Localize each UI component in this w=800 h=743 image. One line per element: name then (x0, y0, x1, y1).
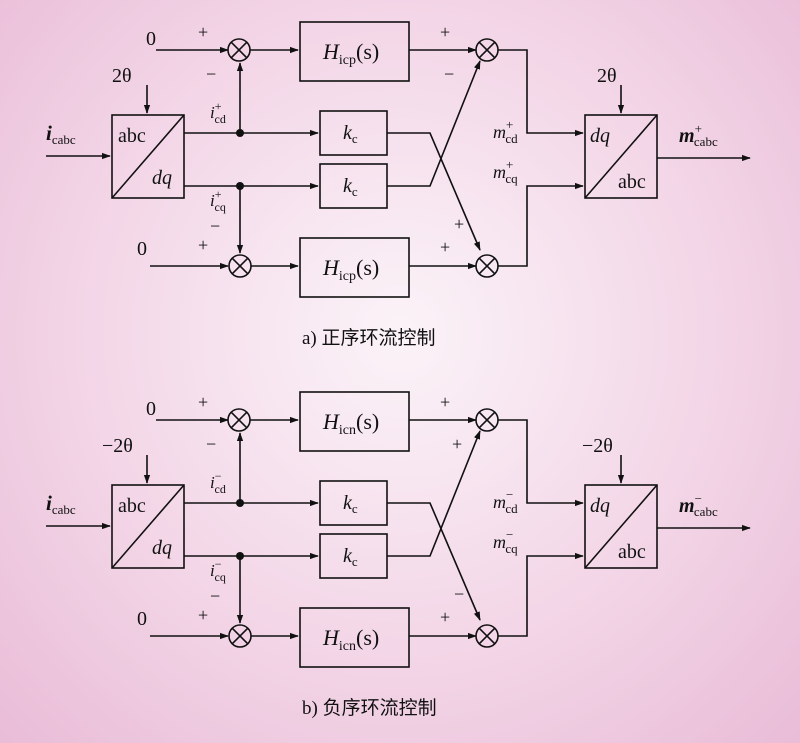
panel-a-sum2-top (475, 38, 499, 62)
panel-a-sum3 (228, 254, 252, 278)
panel-b-sum2-top (475, 408, 499, 432)
panel-b-sum1 (227, 408, 251, 432)
panel-b-controller-top-label: Hicn(s) (322, 409, 379, 438)
panel-a-input-label: icabc (46, 121, 76, 147)
panel-b-sum4-cross: − (454, 584, 464, 604)
panel-b-park-transform: abc dq (111, 484, 185, 569)
panel-a-controller-bottom-label: Hicp(s) (322, 255, 379, 284)
panel-b-controller-bottom (299, 607, 410, 668)
panel-a-zero-top: 0 (146, 28, 156, 50)
panel-b-mcd-label: m−cd (493, 487, 518, 516)
panel-a-sum4 (475, 254, 499, 278)
panel-a-gain-top-label: kc (343, 122, 358, 146)
panel-a-sum3-minus: − (210, 216, 220, 236)
panel-a-icq-label: i+cq (210, 187, 226, 214)
panel-b-zero-top: 0 (146, 398, 156, 420)
panel-a-zero-bottom: 0 (137, 238, 147, 260)
svg-text:abc: abc (618, 171, 646, 193)
panel-b-inverse-park-transform: dq abc (584, 484, 658, 569)
panel-b-gain-bottom-label: kc (343, 545, 358, 569)
panel-b-mcq-label: m−cq (493, 527, 518, 556)
panel-a-sum3-plus: + (198, 235, 208, 255)
panel-a-output-label: m+cabc (679, 121, 718, 149)
panel-b-sum4 (475, 624, 499, 648)
panel-a-gain-bottom-label: kc (343, 175, 358, 199)
panel-b-gain-top-label: kc (343, 492, 358, 516)
panel-b-sum3 (228, 624, 252, 648)
panel-b-zero-bottom: 0 (137, 608, 147, 630)
panel-a-caption: a) 正序环流控制 (302, 327, 436, 349)
panel-b-input-label: icabc (46, 491, 76, 517)
panel-b-sum2-top-cross-plus: + (452, 434, 462, 454)
panel-a-sum4-plus: + (440, 237, 450, 257)
panel-b-theta-out: −2θ (582, 435, 613, 457)
panel-a-sum4-cross: + (454, 214, 464, 234)
panel-a-controller-top-label: Hicp(s) (322, 39, 379, 68)
svg-text:abc: abc (118, 495, 146, 517)
panel-b: 0 + − Hicn(s) + + m−cd −2θ icabc abc dq (46, 391, 751, 719)
svg-text:dq: dq (152, 167, 172, 189)
svg-text:abc: abc (618, 541, 646, 563)
panel-a-sum1 (227, 38, 251, 62)
panel-b-sum3-plus: + (198, 605, 208, 625)
panel-a-mcq-label: m+cq (493, 157, 518, 186)
panel-a-controller-top (299, 21, 410, 82)
panel-a-icd-label: i+cd (210, 99, 226, 126)
panel-b-sum2-top-plus: + (440, 392, 450, 412)
panel-a-sum2-top-plus: + (440, 22, 450, 42)
panel-b-output-label: m−cabc (679, 491, 718, 519)
svg-text:abc: abc (118, 125, 146, 147)
panel-b-controller-bottom-label: Hicn(s) (322, 625, 379, 654)
panel-a-theta-out: 2θ (597, 65, 617, 87)
panel-a-sum1-minus: − (206, 64, 216, 84)
panel-b-icd-label: i−cd (210, 469, 226, 496)
panel-a: 0 + − Hicp(s) + − m+cd 2θ icabc (46, 21, 751, 349)
panel-a-mcd-label: m+cd (493, 117, 518, 146)
svg-text:dq: dq (152, 537, 172, 559)
panel-b-theta-in: −2θ (102, 435, 133, 457)
panel-a-controller-bottom (299, 237, 410, 298)
panel-a-park-transform: abc dq (111, 114, 185, 199)
panel-b-sum1-plus: + (198, 392, 208, 412)
panel-a-inverse-park-transform: dq abc (584, 114, 658, 199)
panel-a-sum2-top-minus: − (444, 64, 454, 84)
svg-text:dq: dq (590, 495, 610, 517)
panel-b-icq-label: i−cq (210, 557, 226, 584)
panel-b-caption: b) 负序环流控制 (302, 697, 437, 719)
panel-a-sum1-plus: + (198, 22, 208, 42)
svg-text:dq: dq (590, 125, 610, 147)
panel-b-sum1-minus: − (206, 434, 216, 454)
panel-b-controller-top (299, 391, 410, 452)
panel-b-sum4-plus: + (440, 607, 450, 627)
panel-a-theta-in: 2θ (112, 65, 132, 87)
panel-b-sum3-minus: − (210, 586, 220, 606)
